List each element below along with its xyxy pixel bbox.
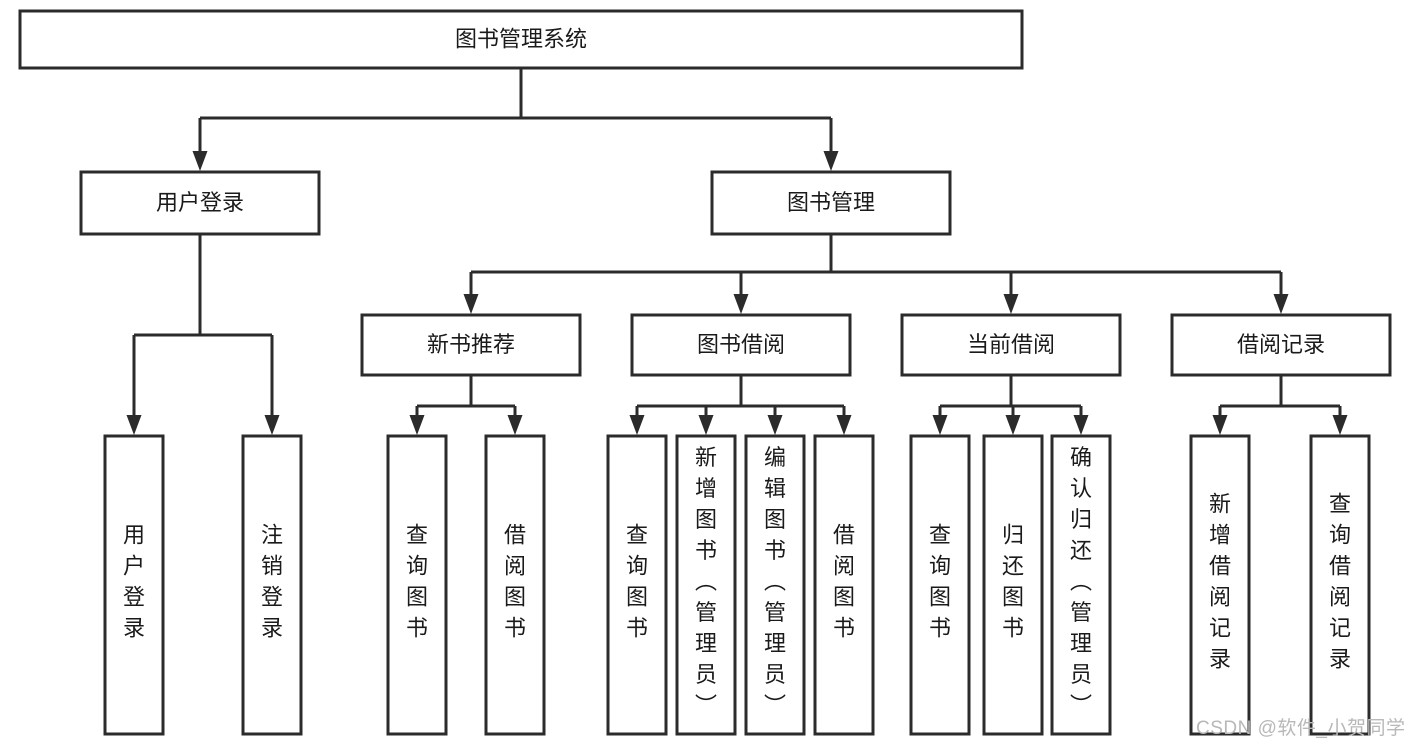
node-layer: 图书管理系统用户登录图书管理新书推荐图书借阅当前借阅借阅记录用户登录注销登录查询… — [18, 9, 1392, 736]
node-box — [982, 434, 1044, 736]
arrow-head-icon — [1332, 415, 1348, 435]
node-leaf-borrow-book-2[interactable]: 借阅图书 — [813, 434, 875, 736]
node-label: 查询借阅记录 — [1329, 492, 1351, 672]
node-leaf-add-book[interactable]: 新增图书︵管理员︶ — [675, 434, 737, 736]
node-label: 查询图书 — [626, 523, 648, 641]
node-user-login[interactable]: 用户登录 — [79, 170, 321, 236]
node-box — [1309, 434, 1371, 736]
node-box — [360, 313, 582, 377]
arrow-head-icon — [836, 415, 852, 435]
node-leaf-logout[interactable]: 注销登录 — [241, 434, 303, 736]
node-leaf-return-book[interactable]: 归还图书 — [982, 434, 1044, 736]
node-box — [900, 313, 1122, 377]
node-leaf-add-record[interactable]: 新增借阅记录 — [1189, 434, 1251, 736]
node-label: 确认归还︵管理员︶ — [1070, 445, 1092, 718]
arrow-head-icon — [463, 294, 479, 314]
node-label: 编辑图书︵管理员︶ — [764, 445, 786, 718]
arrow-head-icon — [823, 151, 839, 171]
node-label: 借阅记录 — [1237, 332, 1325, 357]
node-label: 图书管理系统 — [455, 26, 587, 51]
node-current-borrow[interactable]: 当前借阅 — [900, 313, 1122, 377]
node-leaf-user-login[interactable]: 用户登录 — [103, 434, 165, 736]
node-box — [606, 434, 668, 736]
arrow-head-icon — [1073, 415, 1089, 435]
arrow-head-icon — [1273, 294, 1289, 314]
node-book-manage[interactable]: 图书管理 — [710, 170, 952, 236]
node-label: 新增借阅记录 — [1209, 492, 1231, 672]
node-box — [241, 434, 303, 736]
node-leaf-query-book-2[interactable]: 查询图书 — [606, 434, 668, 736]
node-box — [813, 434, 875, 736]
node-box — [484, 434, 546, 736]
node-label: 当前借阅 — [967, 332, 1055, 357]
node-box — [630, 313, 852, 377]
node-label: 借阅图书 — [833, 523, 855, 641]
node-box — [675, 434, 737, 736]
node-label: 用户登录 — [156, 190, 244, 215]
arrow-head-icon — [1005, 415, 1021, 435]
node-leaf-borrow-book-1[interactable]: 借阅图书 — [484, 434, 546, 736]
node-book-borrow[interactable]: 图书借阅 — [630, 313, 852, 377]
node-box — [79, 170, 321, 236]
node-label: 借阅图书 — [504, 523, 526, 641]
node-label: 查询图书 — [406, 523, 428, 641]
arrow-head-icon — [507, 415, 523, 435]
arrow-head-icon — [409, 415, 425, 435]
node-box — [744, 434, 806, 736]
node-label: 归还图书 — [1002, 523, 1024, 641]
node-box — [1170, 313, 1392, 377]
node-label: 图书借阅 — [697, 332, 785, 357]
node-box — [909, 434, 971, 736]
watermark-text: CSDN @软件_小贺同学 — [1196, 718, 1405, 739]
arrow-head-icon — [1003, 294, 1019, 314]
node-label: 用户登录 — [123, 523, 145, 641]
arrow-head-icon — [733, 294, 749, 314]
node-label: 查询图书 — [929, 523, 951, 641]
node-leaf-confirm-return[interactable]: 确认归还︵管理员︶ — [1050, 434, 1112, 736]
node-box — [1189, 434, 1251, 736]
node-leaf-query-book-1[interactable]: 查询图书 — [386, 434, 448, 736]
arrow-head-icon — [767, 415, 783, 435]
node-box — [1050, 434, 1112, 736]
node-leaf-edit-book[interactable]: 编辑图书︵管理员︶ — [744, 434, 806, 736]
node-label: 注销登录 — [261, 523, 283, 641]
arrow-head-icon — [698, 415, 714, 435]
node-borrow-record[interactable]: 借阅记录 — [1170, 313, 1392, 377]
node-box — [18, 9, 1024, 70]
connector-layer — [126, 68, 1348, 435]
node-box — [386, 434, 448, 736]
arrow-head-icon — [264, 415, 280, 435]
node-box — [103, 434, 165, 736]
node-leaf-query-record[interactable]: 查询借阅记录 — [1309, 434, 1371, 736]
node-label: 新增图书︵管理员︶ — [695, 445, 717, 718]
node-leaf-query-book-3[interactable]: 查询图书 — [909, 434, 971, 736]
arrow-head-icon — [932, 415, 948, 435]
arrow-head-icon — [1212, 415, 1228, 435]
arrow-head-icon — [629, 415, 645, 435]
arrow-head-icon — [192, 151, 208, 171]
node-box — [710, 170, 952, 236]
node-root[interactable]: 图书管理系统 — [18, 9, 1024, 70]
arrow-head-icon — [126, 415, 142, 435]
node-label: 新书推荐 — [427, 332, 515, 357]
node-new-book-rec[interactable]: 新书推荐 — [360, 313, 582, 377]
node-label: 图书管理 — [787, 190, 875, 215]
